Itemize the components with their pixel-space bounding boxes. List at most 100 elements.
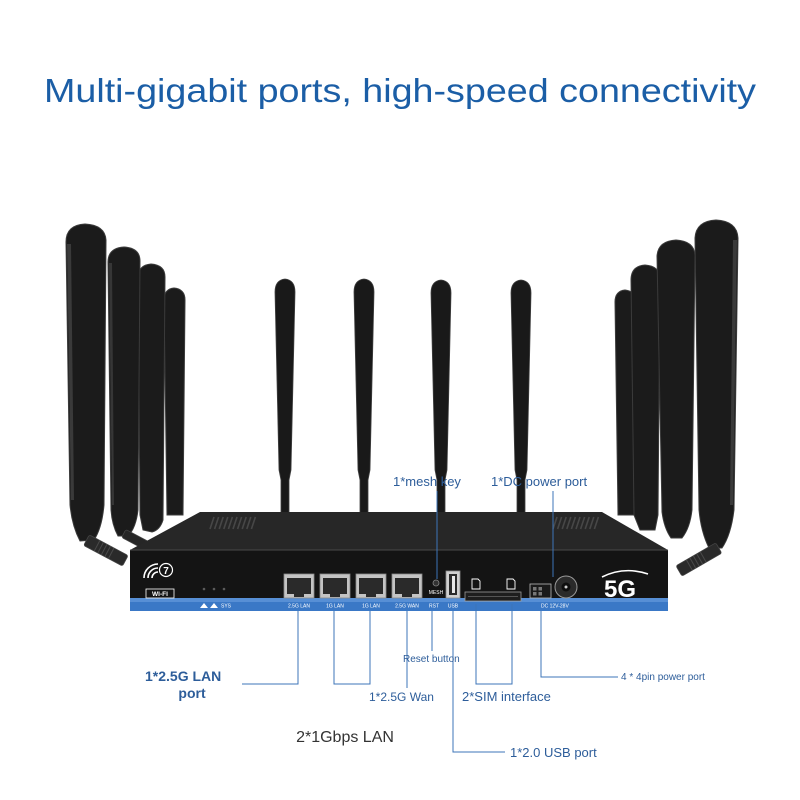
label-25g-wan: 1*2.5G Wan [369,690,434,704]
bracket-1g-lan [333,611,371,685]
vent-slot [552,516,558,530]
rst-label: RST [429,604,439,610]
label-25g-lan-line2: port [178,685,206,701]
vent-slot [223,516,229,530]
right-connector-1 [676,543,722,576]
port-25g-wan [391,573,423,599]
bracket-sim [475,604,513,685]
wifi-arc-large [143,563,159,579]
led-dot [222,587,226,591]
port-label-1g-lan-1: 1G LAN [326,604,344,610]
led-dot [212,587,216,591]
5g-logo: 5G [601,569,649,603]
5g-logo-text: 5G [604,576,636,603]
router-top-face [130,512,668,550]
mesh-button: MESH [429,579,444,596]
ethernet-ports: 2.5G LAN 1G LAN 1G LAN 2.5G WAN [283,573,423,610]
right-antenna-2 [656,239,696,539]
label-1g-lan: 2*1Gbps LAN [296,729,394,746]
vent-slot [213,516,220,530]
left-antenna-group [65,223,186,566]
vent-slot [556,516,563,530]
left-antenna-4 [163,287,186,516]
label-dc-power: 1*DC power port [491,474,587,489]
middle-antenna-1 [274,278,296,516]
wifi7-logo: 7 WI-FI [143,562,175,599]
led-indicators: SYS [200,587,232,610]
label-usb-port: 1*2.0 USB port [510,745,597,760]
right-antenna-1-highlight [730,240,737,505]
port-1g-lan-1 [319,573,351,599]
sim-card-icon [506,578,516,590]
label-sim-interface: 2*SIM interface [462,689,551,704]
vent-slot [246,516,252,530]
wifi7-text-box [145,588,175,599]
wifi-icon [210,603,218,608]
led-dot [202,587,206,591]
vent-slot [232,516,238,530]
5g-logo-swoosh [601,569,649,578]
vent-slot [236,516,243,530]
line-25g-lan [242,611,299,685]
vent-slot [250,516,257,530]
usb-port [445,570,461,599]
right-antenna-3 [630,264,661,531]
vent-slot [584,516,590,530]
middle-antenna-group [274,278,532,516]
power-4pin-port [529,583,552,599]
sim-interface [464,578,522,602]
left-antenna-1-highlight [67,244,74,500]
vent-slot [566,516,572,530]
middle-antenna-2 [353,278,375,516]
wifi-arc-small [151,571,159,579]
wifi7-text: WI-FI [152,591,168,598]
middle-antenna-4 [510,279,532,516]
label-mesh-key: 1*mesh key [393,474,461,489]
vent-slot [570,516,577,530]
line-4pin [540,611,618,678]
port-label-1g-lan-2: 1G LAN [362,604,380,610]
vent-slot [227,516,234,530]
page-title: Multi-gigabit ports, high-speed connecti… [44,72,757,109]
vent-slot [579,516,586,530]
wifi-arc-medium [147,567,159,579]
label-reset-button: Reset button [403,654,460,665]
label-4pin-power: 4 * 4pin power port [621,672,705,683]
callout-lines [242,491,618,753]
right-antenna-group [614,219,739,576]
vent-slot [218,516,224,530]
left-connector-1 [83,535,128,566]
router-blue-strip-shine [130,598,668,602]
wifi7-circle [158,562,174,578]
vent-slot [575,516,581,530]
sim-card-icon [471,578,481,590]
left-antenna-2-highlight [109,263,114,505]
left-antenna-3 [137,263,166,533]
line-usb [452,611,505,753]
port-1g-lan-2 [355,573,387,599]
left-antenna-2 [107,246,141,537]
port-25g-lan [283,573,315,599]
mesh-label: MESH [429,590,444,596]
vent-slot [589,516,595,530]
port-label-25g-lan: 2.5G LAN [288,604,310,610]
vent-slot [561,516,567,530]
vent-slot [593,516,600,530]
left-antenna-1 [65,223,107,542]
vent-slot [241,516,247,530]
vent-group-right [552,516,600,530]
dc-power-jack [554,575,578,599]
vent-group-left [209,516,257,530]
label-25g-lan-line1: 1*2.5G LAN [145,668,221,684]
usb-label: USB [448,604,459,610]
dc-label: DC 12V-28V [541,604,569,610]
wifi7-number: 7 [163,566,169,577]
signal-icon [200,603,208,608]
port-label-25g-wan: 2.5G WAN [395,604,419,610]
middle-antenna-3 [430,279,452,516]
sys-label: SYS [221,604,232,610]
callout-labels: 1*mesh key 1*DC power port 1*2.5G LAN po… [145,474,705,760]
vent-slot [209,516,215,530]
right-antenna-1 [694,219,739,549]
